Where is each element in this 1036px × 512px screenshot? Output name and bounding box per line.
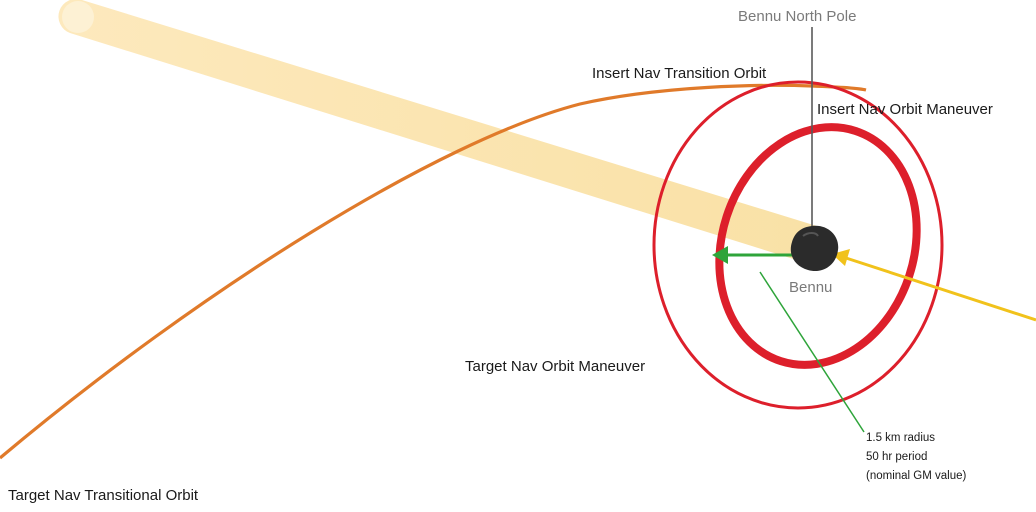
label-north-pole: Bennu North Pole xyxy=(738,8,856,25)
label-insert-transition: Insert Nav Transition Orbit xyxy=(592,65,767,82)
sun-arrow-shaft xyxy=(845,256,1036,322)
inner-nav-orbit xyxy=(715,123,921,369)
radius-leader-line xyxy=(759,271,865,433)
note-radius: 1.5 km radius xyxy=(866,432,935,444)
velocity-arrow-head xyxy=(712,246,728,264)
label-insert-maneuver: Insert Nav Orbit Maneuver xyxy=(817,101,993,118)
bennu-highlight xyxy=(802,232,819,237)
label-target-maneuver: Target Nav Orbit Maneuver xyxy=(465,358,645,375)
sun-beam xyxy=(58,0,820,262)
note-period: 50 hr period xyxy=(866,451,927,463)
bennu-asteroid xyxy=(790,225,839,272)
label-target-transitional: Target Nav Transitional Orbit xyxy=(8,487,199,504)
outer-nav-orbit xyxy=(652,80,944,410)
note-gm: (nominal GM value) xyxy=(866,470,967,482)
sun-beam-cap xyxy=(62,1,94,33)
label-bennu: Bennu xyxy=(789,279,832,296)
